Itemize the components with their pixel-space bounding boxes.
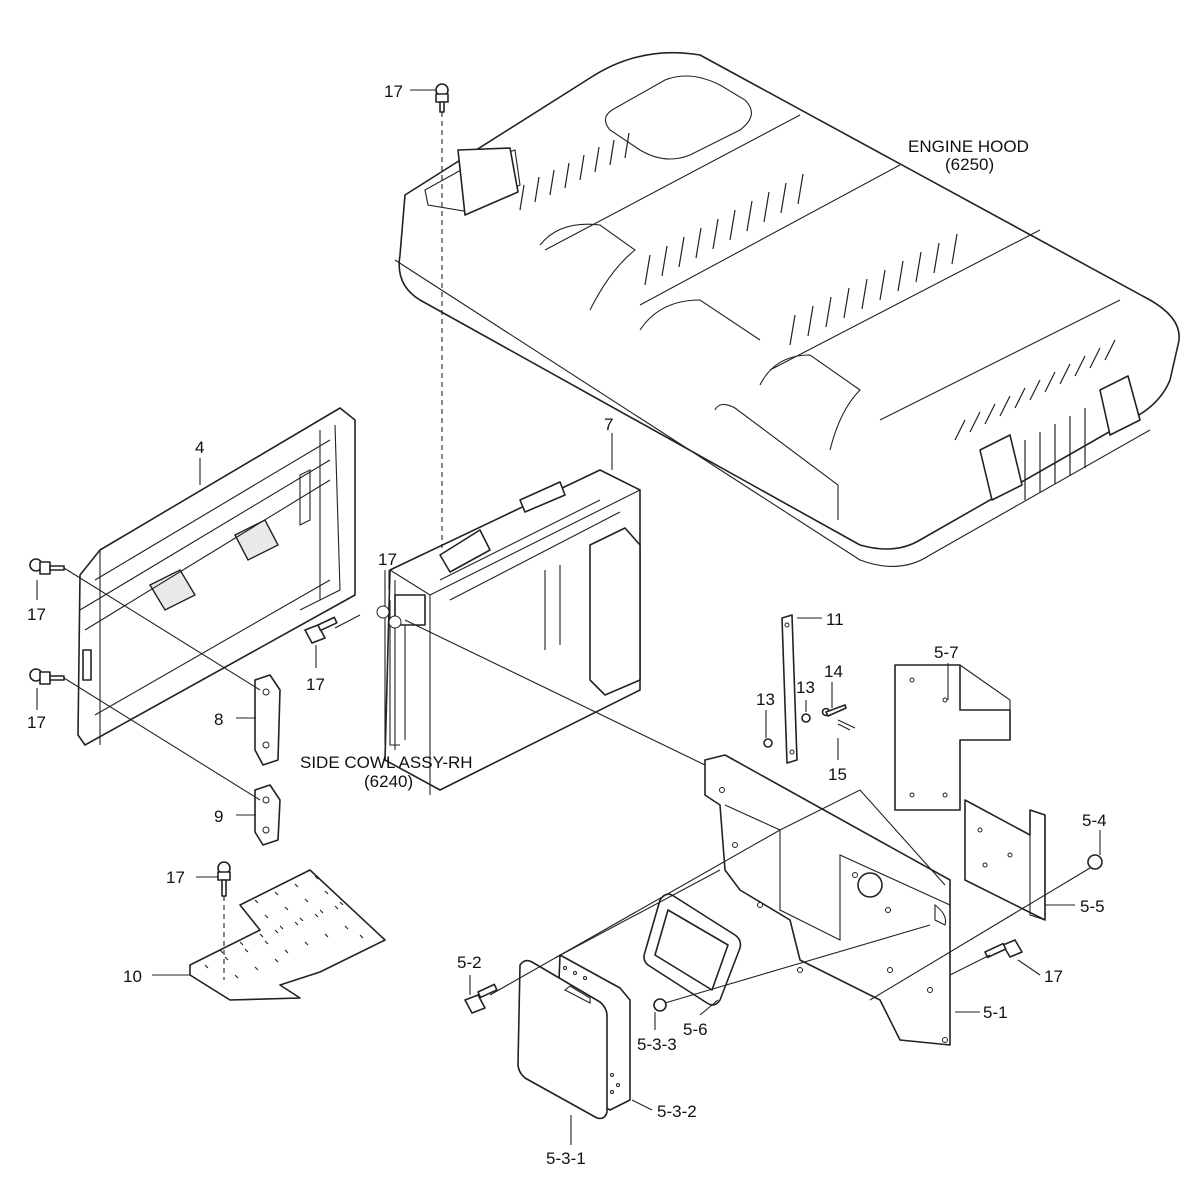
cover-line-lower: [554, 869, 721, 959]
callout-5-2: 5-2: [457, 953, 482, 972]
callout-5-1: 5-1: [983, 1003, 1008, 1022]
cowl-to-frame-line: [404, 619, 706, 766]
nut-line: [664, 924, 931, 1004]
callout-5-3-1: 5-3-1: [546, 1149, 586, 1168]
nut-5-4-line: [869, 867, 1091, 1001]
bolt-17-right: [984, 939, 1023, 959]
callout-5-4: 5-4: [1082, 811, 1107, 830]
callout-17-top: 17: [384, 82, 403, 101]
plate-perforations: [204, 875, 364, 979]
hood-vent-slots-4: [954, 339, 1116, 441]
callout-5-6: 5-6: [683, 1020, 708, 1039]
gasket-5-6: [643, 893, 742, 1006]
nut-5-4: [1087, 854, 1103, 870]
cowl-latch: [376, 594, 426, 629]
callout-17-left-lower: 17: [27, 713, 46, 732]
callout-10: 10: [123, 967, 142, 986]
engine-hood-code: (6250): [945, 155, 994, 174]
callout-4: 4: [195, 438, 204, 457]
cowl-post: [589, 527, 641, 696]
callout-13-a: 13: [756, 690, 775, 709]
bolt-line-mid: [334, 614, 361, 629]
callout-leaders: [36, 89, 1101, 1145]
washer-13-a: [763, 738, 773, 748]
callout-17-cowl: 17: [378, 550, 397, 569]
callout-5-3-3: 5-3-3: [637, 1035, 677, 1054]
callout-5-3-2: 5-3-2: [657, 1102, 697, 1121]
callout-9: 9: [214, 807, 223, 826]
clip-15: [837, 719, 856, 731]
side-cowl-code: (6240): [364, 772, 413, 791]
bolt-lines-left: [63, 567, 261, 801]
pin-14: [821, 704, 847, 717]
side-cowl-frame: [384, 469, 641, 795]
cover-5-3-1: [517, 959, 608, 1120]
bolt-right-line: [949, 954, 991, 976]
hood-latch-left: [979, 434, 1023, 501]
cover-line-upper: [489, 829, 781, 996]
washer-13-b: [801, 713, 811, 723]
engine-hood-label: ENGINE HOOD: [908, 137, 1029, 156]
frame-holes: [719, 787, 948, 1043]
callout-17-plate: 17: [166, 868, 185, 887]
callout-17-left-upper: 17: [27, 605, 46, 624]
hood-vent-slots-3: [789, 233, 958, 346]
callout-13-b: 13: [796, 678, 815, 697]
callout-7: 7: [604, 415, 613, 434]
bolt-17-top: [435, 83, 449, 113]
rod-11: [781, 614, 798, 764]
bracket-8: [254, 674, 281, 766]
bolt-17-mid: [304, 616, 338, 644]
mount-frame-5-1: [704, 754, 951, 1046]
hood-latch-right: [1099, 375, 1141, 436]
nut-5-3-3: [653, 998, 667, 1012]
bolt-17-left-upper: [29, 558, 65, 575]
floor-plate-10: [189, 869, 386, 1001]
callout-14: 14: [824, 662, 843, 681]
hood-louvers: [1024, 408, 1086, 500]
plate-5-7: [894, 664, 1011, 811]
bolt-17-plate: [217, 861, 231, 897]
callout-17-mid: 17: [306, 675, 325, 694]
callout-8: 8: [214, 710, 223, 729]
hood-hinge: [457, 147, 519, 216]
callout-5-5: 5-5: [1080, 897, 1105, 916]
callout-17-right: 17: [1044, 967, 1063, 986]
side-panel-4: [77, 407, 356, 746]
hood-vent-slots-1: [519, 132, 630, 211]
side-cowl-label: SIDE COWL ASSY-RH: [300, 753, 473, 772]
callout-11: 11: [826, 610, 844, 629]
plate-5-5: [964, 799, 1046, 921]
bolt-5-2: [464, 983, 498, 1014]
callout-15: 15: [828, 765, 847, 784]
bracket-9: [254, 784, 281, 846]
cowl-bracket-top: [439, 529, 491, 573]
bolt-17-left-lower: [29, 668, 65, 685]
cowl-bracket-right: [519, 481, 566, 513]
callout-5-7: 5-7: [934, 643, 959, 662]
frame-round-hole: [857, 872, 883, 898]
hood-vent-slots-2: [644, 173, 804, 286]
engine-hood: [394, 51, 1180, 567]
